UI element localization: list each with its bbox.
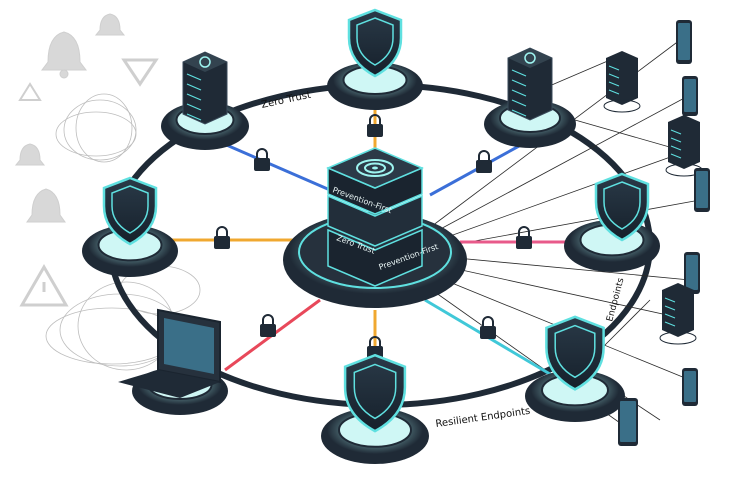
shield-icon <box>102 176 158 246</box>
server-icon <box>659 283 697 345</box>
server-icon <box>603 51 641 113</box>
padlock-icon <box>367 114 383 137</box>
node-top <box>327 8 423 110</box>
bell-icon <box>41 31 87 79</box>
device-cluster <box>603 20 710 446</box>
ring-label-bottom: Resilient Endpoints <box>435 406 531 430</box>
server-icon <box>182 51 228 125</box>
smartphone-icon <box>676 20 692 64</box>
server-icon <box>665 115 703 177</box>
server-icon <box>326 147 424 287</box>
shield-icon <box>545 315 605 391</box>
padlocks <box>214 114 532 359</box>
node-bottom <box>321 353 429 464</box>
padlock-icon <box>260 314 276 337</box>
bell-icon <box>94 13 126 36</box>
node-left <box>82 176 178 277</box>
warning-icon <box>19 264 69 307</box>
warning-icon <box>18 82 42 101</box>
smartphone-icon <box>694 168 710 212</box>
background-alerts <box>14 13 159 307</box>
padlock-icon <box>476 150 492 173</box>
padlock-icon <box>516 226 532 249</box>
smartphone-icon <box>618 398 638 446</box>
link-cyan <box>424 298 561 382</box>
node-top-right <box>484 47 576 148</box>
node-bottom-right <box>525 315 625 422</box>
shield-icon <box>594 172 650 242</box>
warning-icon <box>121 58 159 87</box>
shield-icon <box>347 8 403 78</box>
bell-icon <box>14 143 46 166</box>
laptop-icon <box>118 308 221 398</box>
server-icon <box>507 47 553 121</box>
link-blue <box>214 138 331 192</box>
node-right <box>564 172 660 272</box>
central-hub: Prevention-First Zero Trust Prevention-F… <box>283 147 467 308</box>
smartphone-icon <box>684 252 700 294</box>
padlock-icon <box>480 316 496 339</box>
padlock-icon <box>254 148 270 171</box>
shield-icon <box>343 353 407 433</box>
node-top-left <box>161 51 249 150</box>
smartphone-icon <box>682 368 698 406</box>
bell-icon <box>26 188 66 223</box>
padlock-icon <box>214 226 230 249</box>
smartphone-icon <box>682 76 698 116</box>
